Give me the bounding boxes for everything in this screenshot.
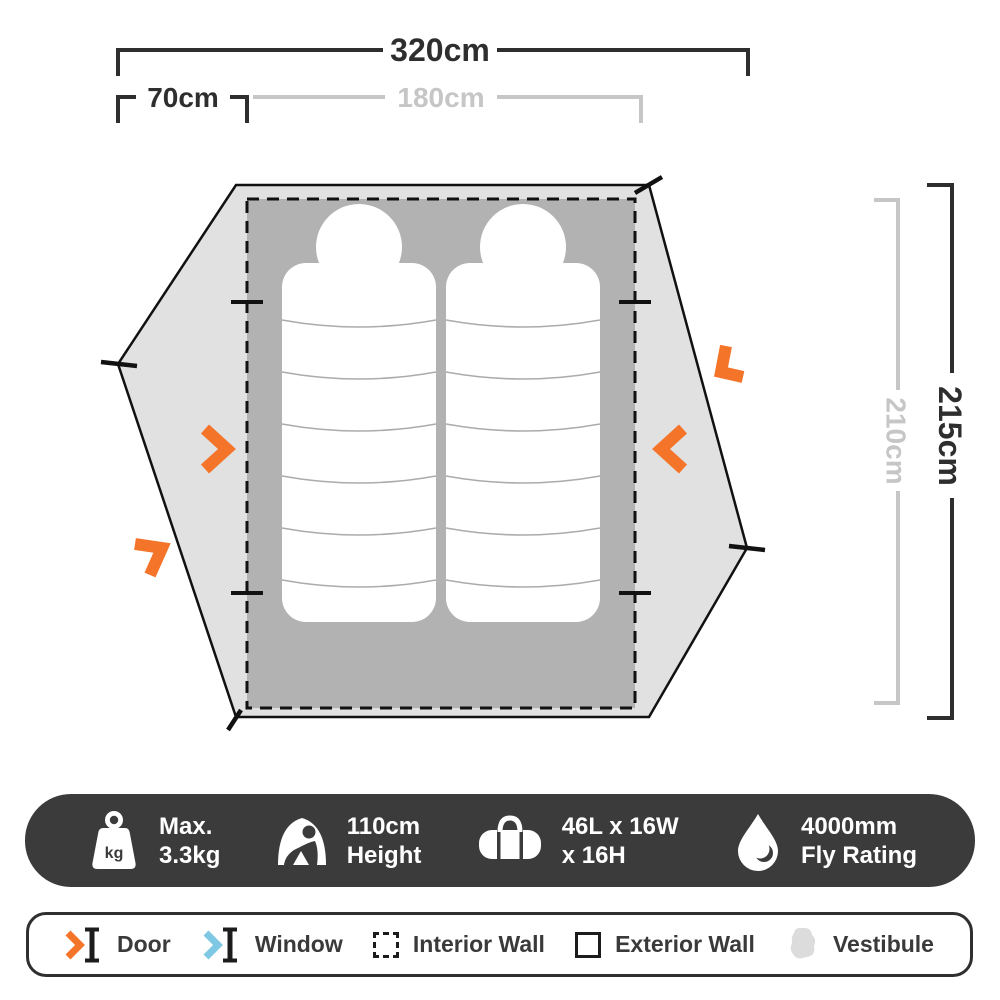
- interior-wall-icon: [372, 931, 399, 958]
- legend-interior-wall-label: Interior Wall: [412, 931, 545, 957]
- dim-vestibule-depth-label: 70cm: [147, 82, 219, 113]
- spec-packed-line2: x 16H: [561, 841, 626, 869]
- water-drop-icon: [737, 813, 778, 871]
- floorplan-canvas: 320cm 70cm 180cm 215cm 210cm: [100, 32, 968, 732]
- legend-item-window: Window: [201, 923, 343, 967]
- dim-interior-width: 180cm: [253, 82, 643, 123]
- dim-interior-length-label: 210cm: [881, 397, 912, 484]
- dim-total-width: 320cm: [116, 32, 750, 76]
- sleeping-bag-right: [445, 204, 601, 622]
- spec-item-fly-rating: 4000mm Fly Rating: [733, 811, 917, 871]
- exterior-wall-icon: [575, 931, 602, 958]
- spec-packed-line1: 46L x 16W: [561, 812, 679, 840]
- spec-item-packed-size: 46L x 16W x 16H: [476, 812, 679, 870]
- dim-total-width-label: 320cm: [390, 32, 490, 68]
- legend-item-exterior-wall: Exterior Wall: [575, 931, 755, 958]
- dim-exterior-length-label: 215cm: [932, 386, 968, 486]
- dim-interior-length: 210cm: [874, 198, 912, 705]
- spec-height-line1: 110cm: [346, 812, 421, 840]
- spec-height-line2: Height: [346, 841, 422, 869]
- legend-item-interior-wall: Interior Wall: [372, 931, 545, 958]
- door-chevron-right-icon: [652, 424, 688, 474]
- seated-height-icon: [277, 817, 326, 865]
- dim-vestibule-depth: 70cm: [116, 82, 249, 123]
- vestibule-icon: [790, 927, 816, 958]
- door-chevron-upper-right-icon: [714, 344, 745, 383]
- legend-vestibule-label: Vestibule: [832, 931, 934, 957]
- dim-interior-width-label: 180cm: [397, 82, 484, 113]
- spec-item-weight: kg Max. 3.3kg: [87, 810, 220, 872]
- door-chevron-left-icon: [200, 424, 236, 474]
- interior-wall-ticks: [231, 300, 651, 595]
- legend-item-door: Door: [63, 923, 171, 967]
- sleeping-bag-left: [281, 204, 437, 622]
- duffel-bag-icon: [478, 814, 541, 859]
- specs-bar: kg Max. 3.3kg 110cm Height: [25, 794, 975, 887]
- spec-item-height: 110cm Height: [275, 812, 422, 870]
- dim-exterior-length: 215cm: [927, 183, 968, 720]
- kg-icon-label: kg: [105, 845, 124, 862]
- door-chevron-lower-left-icon: [134, 538, 171, 578]
- legend-window-label: Window: [254, 931, 343, 957]
- spec-fly-line1: 4000mm: [800, 812, 898, 840]
- stake-tick-marks: [100, 175, 766, 732]
- weight-kg-icon: kg: [92, 810, 136, 869]
- door-marker-icon: [65, 927, 99, 962]
- window-marker-icon: [203, 927, 237, 962]
- spec-fly-line2: Fly Rating: [800, 841, 917, 869]
- legend-exterior-wall-label: Exterior Wall: [615, 931, 755, 957]
- spec-weight-line2: 3.3kg: [159, 841, 221, 869]
- legend-item-vestibule: Vestibule: [785, 925, 934, 965]
- legend-bar: Door Window Interior Wall Exterior Wall …: [26, 912, 973, 977]
- door-markers: [134, 344, 745, 578]
- spec-weight-line1: Max.: [159, 812, 213, 840]
- legend-door-label: Door: [117, 931, 171, 957]
